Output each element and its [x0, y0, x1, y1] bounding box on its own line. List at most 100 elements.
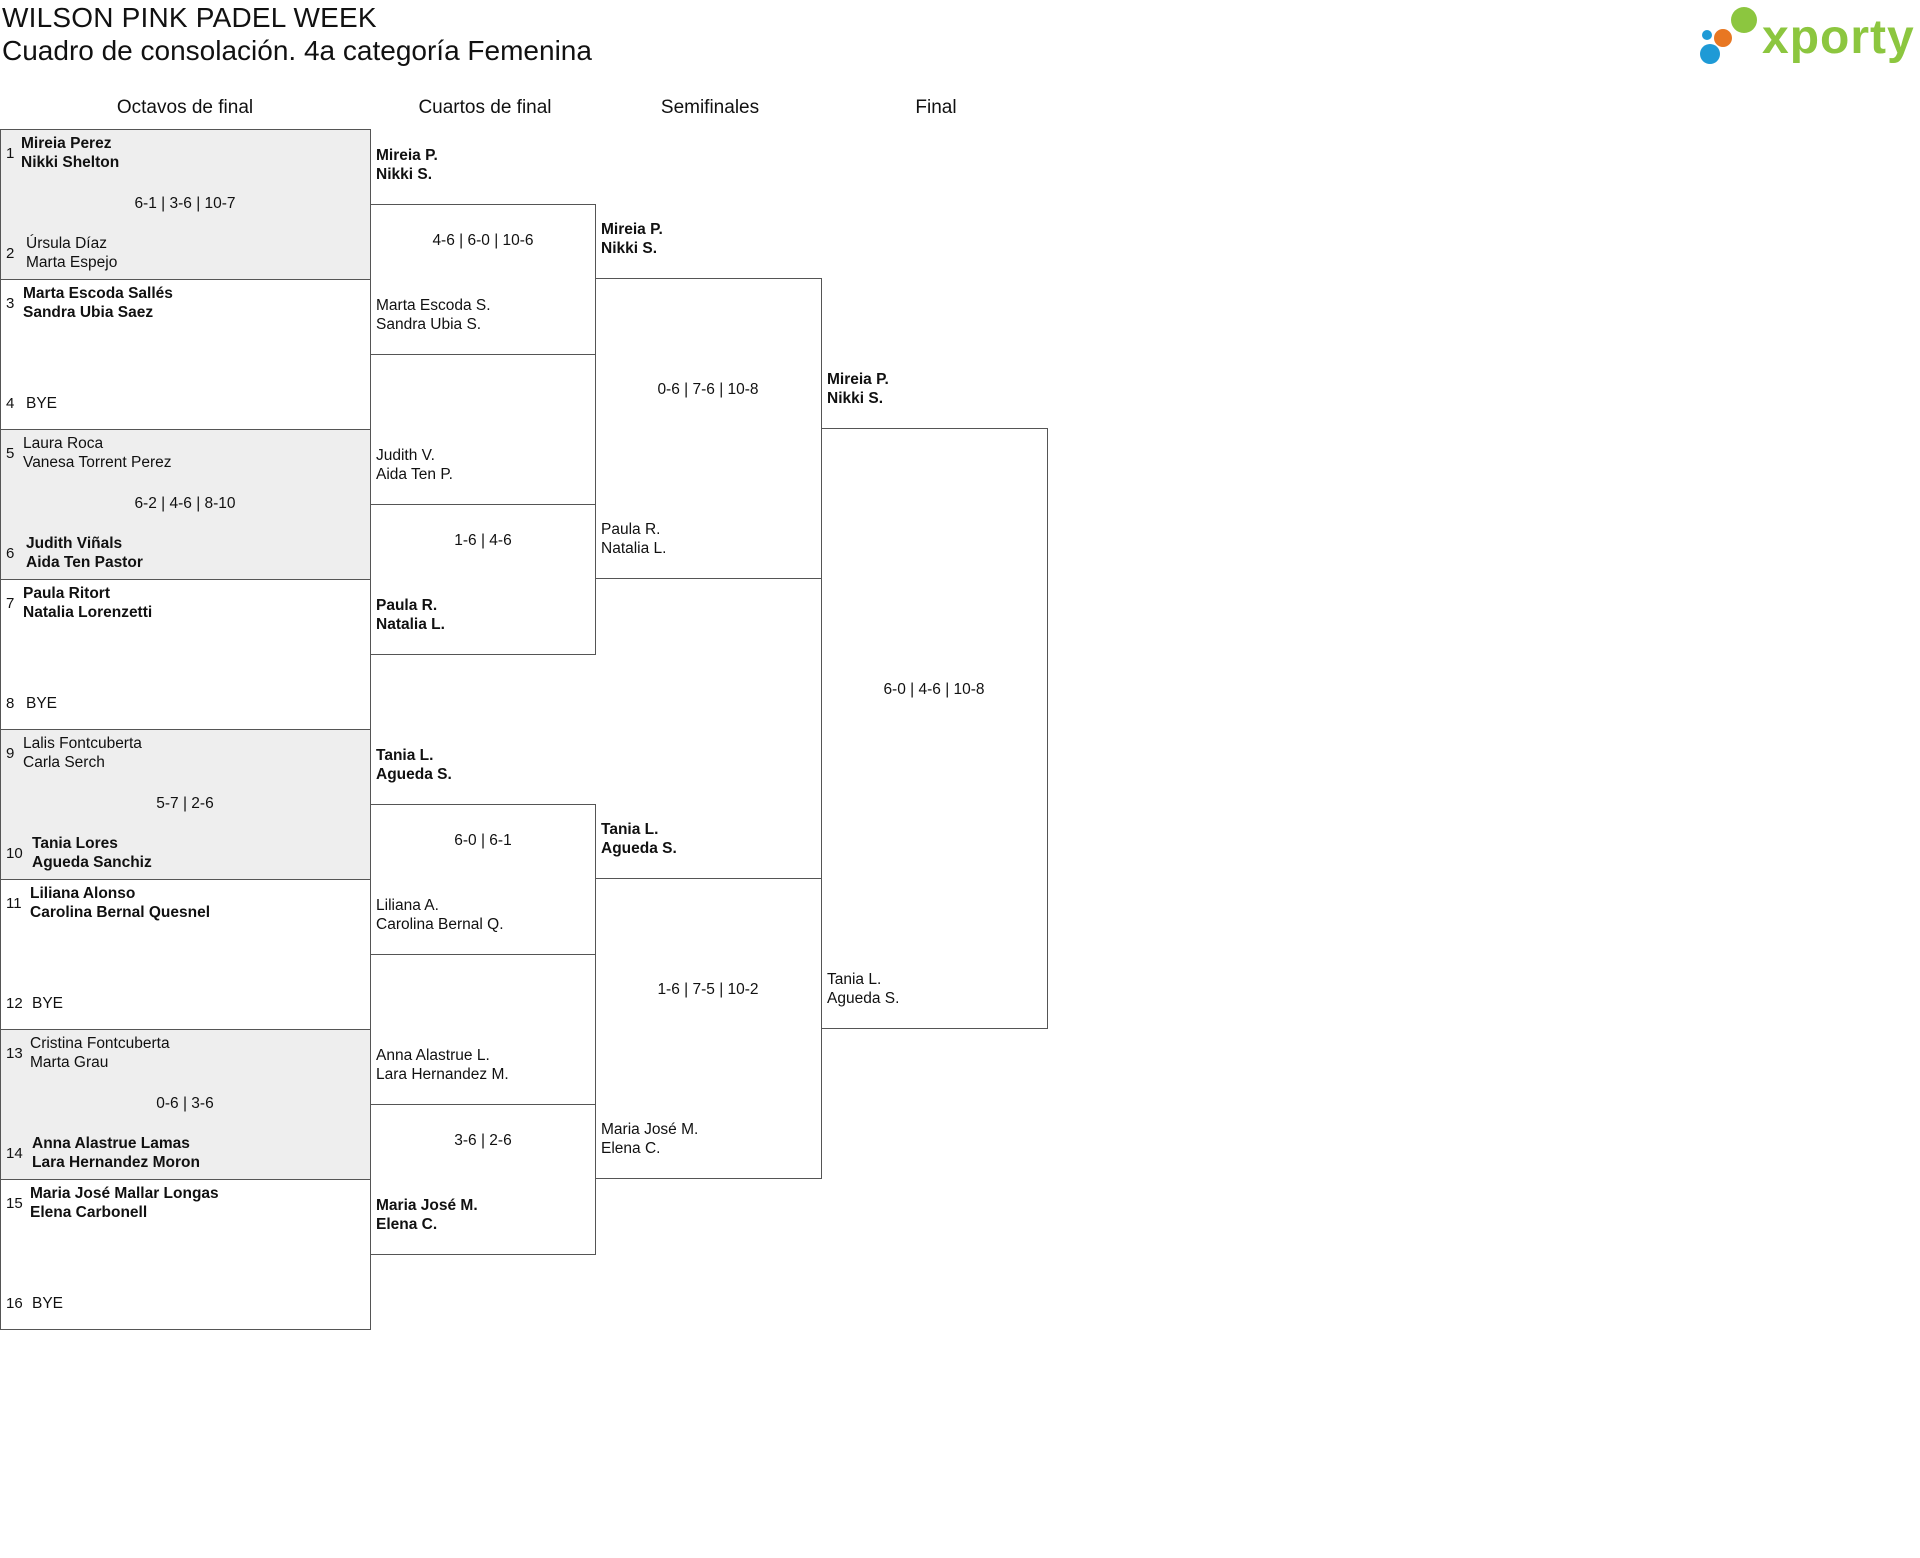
seed-number: 3	[6, 295, 15, 312]
seed-number: 5	[6, 445, 15, 462]
player-name: BYE	[32, 1295, 64, 1312]
player-name: Nikki Shelton	[21, 154, 120, 171]
player-name: Úrsula Díaz	[26, 235, 107, 252]
player-name: Anna Alastrue L.	[376, 1047, 490, 1064]
player-name: Agueda Sanchiz	[32, 854, 152, 871]
match-score: 3-6 | 2-6	[454, 1132, 512, 1149]
player-name: Anna Alastrue Lamas	[32, 1135, 190, 1152]
qf-top-pair: Mireia P. Nikki S.	[376, 146, 438, 184]
match-score: 4-6 | 6-0 | 10-6	[432, 232, 534, 249]
player-name: Mireia P.	[376, 147, 438, 164]
player-name: Natalia L.	[601, 540, 667, 557]
player-name: Vanesa Torrent Perez	[23, 454, 172, 471]
player-name: Aida Ten Pastor	[26, 554, 143, 571]
player-name: Carolina Bernal Q.	[376, 916, 504, 933]
seed-number: 14	[6, 1145, 23, 1162]
player-name: Tania L.	[601, 821, 659, 838]
seed-number: 7	[6, 595, 15, 612]
qf-top-pair: Judith V. Aida Ten P.	[376, 446, 453, 484]
qf-match-box	[370, 1104, 596, 1255]
player-name: Carla Serch	[23, 754, 105, 771]
r16-match-box	[0, 1029, 371, 1180]
r16-bottom-pair: BYE	[26, 394, 57, 413]
seed-number: 10	[6, 845, 23, 862]
seed-number: 9	[6, 745, 15, 762]
sf-top-pair: Mireia P. Nikki S.	[601, 220, 663, 258]
r16-match-box	[0, 129, 371, 280]
player-name: Marta Escoda S.	[376, 297, 491, 314]
logo-text: xporty	[1762, 11, 1915, 64]
round-header-semifinales: Semifinales	[660, 97, 760, 118]
player-name: Marta Grau	[30, 1054, 109, 1071]
player-name: BYE	[32, 995, 64, 1012]
player-name: Aida Ten P.	[376, 466, 453, 483]
r16-bottom-pair: BYE	[32, 994, 63, 1013]
qf-match-box	[370, 504, 596, 655]
match-score: 1-6 | 4-6	[454, 532, 512, 549]
qf-bottom-pair: Paula R.Natalia L.	[376, 596, 445, 634]
player-name: Lara Hernandez M.	[376, 1066, 509, 1083]
final-match-box	[821, 428, 1048, 1029]
player-name: Maria José M.	[601, 1121, 699, 1138]
match-score: 6-0 | 6-1	[454, 832, 512, 849]
player-name: Judith V.	[376, 447, 435, 464]
seed-number: 13	[6, 1045, 23, 1062]
player-name: BYE	[26, 395, 58, 412]
player-name: Maria José M.	[376, 1197, 478, 1214]
player-name: Nikki S.	[601, 240, 657, 257]
player-name: Agueda S.	[601, 840, 677, 857]
page-subtitle: Cuadro de consolación. 4a categoría Feme…	[2, 35, 592, 66]
player-name: Natalia Lorenzetti	[23, 604, 153, 621]
r16-match-box	[0, 429, 371, 580]
player-name: Nikki S.	[376, 166, 432, 183]
player-name: Elena Carbonell	[30, 1204, 148, 1221]
match-score: 1-6 | 7-5 | 10-2	[657, 981, 759, 998]
xporty-logo: xporty	[1696, 4, 1920, 68]
sf-top-pair: Tania L. Agueda S.	[601, 820, 677, 858]
player-name: Mireia P.	[601, 221, 663, 238]
player-name: Tania Lores	[32, 835, 118, 852]
sf-bottom-pair: Paula R. Natalia L.	[601, 520, 666, 558]
player-name: Tania L.	[827, 971, 882, 988]
player-name: Paula R.	[601, 521, 661, 538]
match-score: 0-6 | 7-6 | 10-8	[657, 381, 759, 398]
qf-bottom-pair: Maria José M.Elena C.	[376, 1196, 478, 1234]
r16-bottom-pair: BYE	[26, 694, 57, 713]
match-score: 0-6 | 3-6	[156, 1095, 214, 1112]
sf-bottom-pair: Maria José M.Elena C.	[601, 1120, 698, 1158]
player-name: Carolina Bernal Quesnel	[30, 904, 211, 921]
player-name: BYE	[26, 695, 58, 712]
player-name: Natalia L.	[376, 616, 445, 633]
qf-bottom-pair: Marta Escoda S.Sandra Ubia S.	[376, 296, 491, 334]
round-header-cuartos: Cuartos de final	[418, 97, 552, 118]
player-name: Cristina Fontcuberta	[30, 1035, 170, 1052]
match-score: 6-2 | 4-6 | 8-10	[134, 495, 236, 512]
seed-number: 16	[6, 1295, 23, 1312]
player-name: Sandra Ubia Saez	[23, 304, 154, 321]
seed-number: 11	[6, 895, 22, 912]
player-name: Tania L.	[376, 747, 434, 764]
player-name: Mireia P.	[827, 371, 889, 388]
seed-number: 6	[6, 545, 15, 562]
match-score: 6-0 | 4-6 | 10-8	[883, 681, 985, 698]
match-score: 5-7 | 2-6	[156, 795, 214, 812]
player-name: Laura Roca	[23, 435, 104, 452]
seed-number: 4	[6, 395, 15, 412]
r16-match-box	[0, 729, 371, 880]
qf-top-pair: Anna Alastrue L. Lara Hernandez M.	[376, 1046, 509, 1084]
player-name: Agueda S.	[827, 990, 900, 1007]
round-header-final: Final	[915, 97, 957, 118]
final-bottom-pair: Tania L. Agueda S.	[827, 970, 899, 1008]
